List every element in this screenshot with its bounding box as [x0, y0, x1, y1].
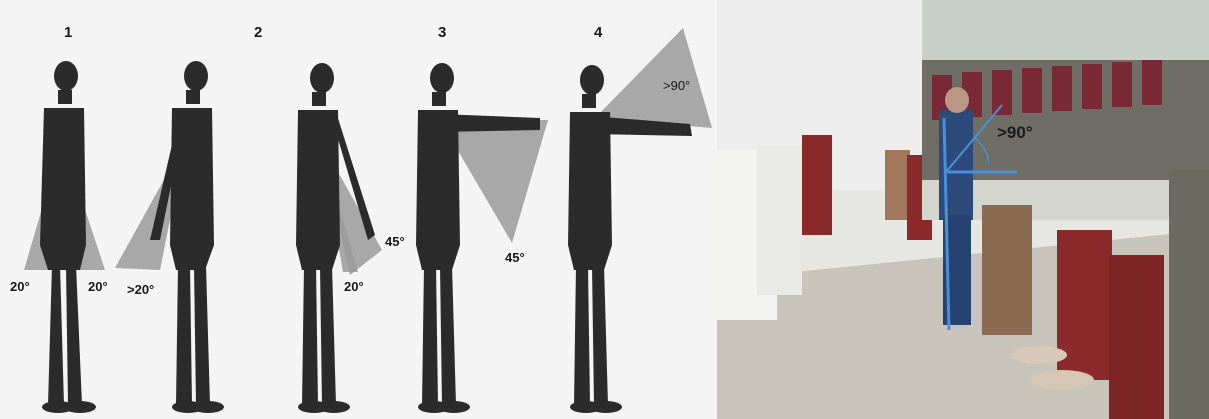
angle-label-1-right: 20° [88, 279, 108, 294]
angle-label-4: 45° [505, 250, 525, 265]
photo-scene [717, 0, 1209, 419]
diagram-figures [0, 0, 717, 419]
angle-label-3-back: 20° [344, 279, 364, 294]
figure-4 [416, 63, 540, 413]
photo-angle-label: >90° [997, 123, 1033, 143]
posture-diagram: 1 2 3 4 20° 20° >20° 20° 45° 45° >90° [0, 0, 717, 419]
angle-label-2: >20° [127, 282, 154, 297]
angle-label-1-left: 20° [10, 279, 30, 294]
factory-photo: >90° [717, 0, 1209, 419]
angle-label-5: >90° [663, 78, 690, 93]
position-number-1: 1 [64, 24, 72, 41]
angle-label-3-front: 45° [385, 234, 405, 249]
position-number-4: 4 [594, 24, 602, 41]
position-number-3: 3 [438, 24, 446, 41]
position-number-2: 2 [254, 24, 262, 41]
wedge-position-5 [595, 28, 712, 128]
